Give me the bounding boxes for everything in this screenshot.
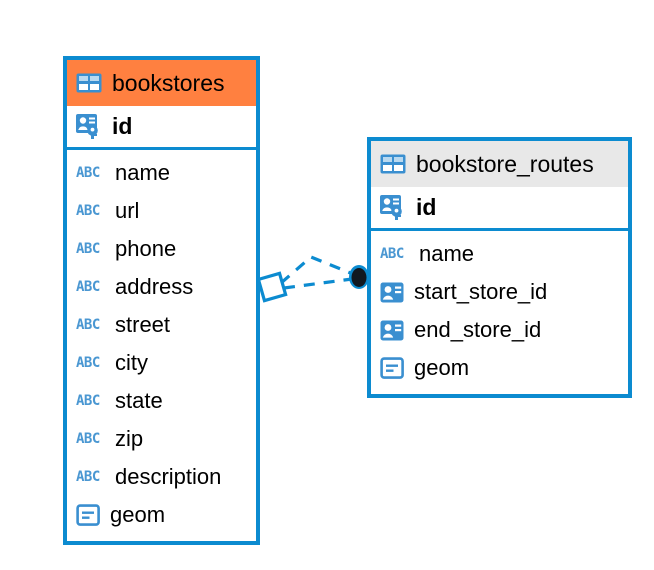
circle-endpoint-icon: [349, 265, 369, 289]
geometry-icon: [380, 356, 405, 380]
entity-header-bookstore-routes[interactable]: bookstore_routes: [371, 141, 628, 187]
text-abc-icon: ABC: [76, 279, 100, 295]
relationship-line-upper: [279, 255, 354, 285]
field-row-geom[interactable]: geom: [371, 349, 628, 387]
text-abc-icon: ABC: [76, 241, 100, 257]
field-row-start-store-id[interactable]: start_store_id: [371, 273, 628, 311]
field-label: name: [115, 160, 171, 185]
field-row-city[interactable]: ABC city: [67, 344, 256, 382]
diamond-endpoint-icon: [256, 271, 288, 303]
entity-bookstores[interactable]: bookstores id: [63, 56, 260, 545]
text-abc-icon: ABC: [76, 203, 100, 219]
entity-title-bookstore-routes: bookstore_routes: [416, 150, 594, 177]
field-row-name[interactable]: ABC name: [67, 154, 256, 192]
field-label: geom: [110, 502, 166, 527]
foreign-key-icon: [380, 319, 405, 342]
field-row-street[interactable]: ABC street: [67, 306, 256, 344]
field-label: description: [115, 464, 222, 489]
field-row-end-store-id[interactable]: end_store_id: [371, 311, 628, 349]
text-abc-icon: ABC: [76, 393, 100, 409]
text-abc-icon: ABC: [76, 317, 100, 333]
field-label: address: [115, 274, 194, 299]
field-label: zip: [115, 426, 144, 451]
geometry-icon: [76, 503, 101, 527]
field-label: name: [419, 241, 475, 266]
text-abc-icon: ABC: [76, 431, 100, 447]
field-label: street: [115, 312, 171, 337]
field-label: city: [115, 350, 148, 375]
table-grid-icon: [380, 154, 406, 174]
field-row-state[interactable]: ABC state: [67, 382, 256, 420]
field-label: start_store_id: [414, 279, 548, 304]
field-list-bookstore-routes: ABC name start_store_id: [371, 231, 628, 391]
primary-key-label-bookstores: id: [112, 113, 133, 139]
field-row-phone[interactable]: ABC phone: [67, 230, 256, 268]
table-grid-icon: [76, 73, 102, 93]
primary-key-label-bookstore-routes: id: [416, 194, 437, 220]
field-label: end_store_id: [414, 317, 542, 342]
entity-title-bookstores: bookstores: [112, 69, 225, 96]
field-label: geom: [414, 355, 470, 380]
field-label: phone: [115, 236, 177, 261]
text-abc-icon: ABC: [380, 246, 404, 262]
primary-key-row-bookstores[interactable]: id: [67, 106, 256, 150]
field-row-description[interactable]: ABC description: [67, 458, 256, 496]
entity-header-bookstores[interactable]: bookstores: [67, 60, 256, 106]
field-row-name[interactable]: ABC name: [371, 235, 628, 273]
primary-key-icon: [380, 195, 407, 220]
field-row-address[interactable]: ABC address: [67, 268, 256, 306]
field-label: state: [115, 388, 163, 413]
field-row-geom[interactable]: geom: [67, 496, 256, 534]
primary-key-icon: [76, 114, 103, 139]
text-abc-icon: ABC: [76, 165, 100, 181]
field-label: url: [115, 198, 140, 223]
text-abc-icon: ABC: [76, 355, 100, 371]
primary-key-row-bookstore-routes[interactable]: id: [371, 187, 628, 231]
entity-bookstore-routes[interactable]: bookstore_routes id: [367, 137, 632, 398]
field-list-bookstores: ABC name ABC url ABC phone AB: [67, 150, 256, 538]
field-row-zip[interactable]: ABC zip: [67, 420, 256, 458]
foreign-key-icon: [380, 281, 405, 304]
relationship-line-lower: [283, 277, 353, 290]
text-abc-icon: ABC: [76, 469, 100, 485]
field-row-url[interactable]: ABC url: [67, 192, 256, 230]
